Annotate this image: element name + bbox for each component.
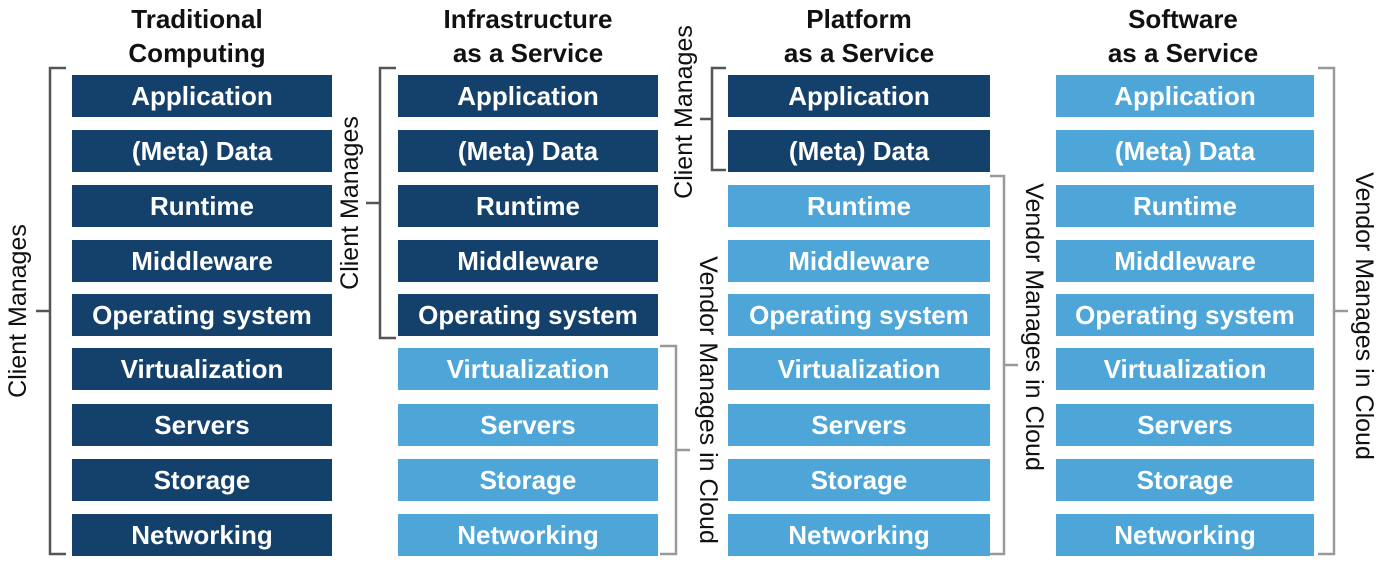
iaas-layer-runtime: Runtime	[398, 185, 658, 227]
iaas-layer-operating-system: Operating system	[398, 294, 658, 336]
iaas-layer-application: Application	[398, 75, 658, 117]
traditional-layer-runtime: Runtime	[72, 185, 332, 227]
saas-layer-virtualization: Virtualization	[1056, 348, 1314, 390]
bracket-saas-vendor	[1318, 66, 1348, 556]
label-paas-vendor-manages: Vendor Manages in Cloud	[1020, 183, 1048, 471]
paas-layer-application: Application	[728, 75, 990, 117]
traditional-layer-storage: Storage	[72, 459, 332, 501]
traditional-layer-application: Application	[72, 75, 332, 117]
bracket-paas-vendor	[990, 174, 1018, 556]
iaas-layer-servers: Servers	[398, 404, 658, 446]
saas-layer-operating-system: Operating system	[1056, 294, 1314, 336]
label-paas-client-manages: Client Manages	[670, 25, 698, 199]
paas-layer-storage: Storage	[728, 459, 990, 501]
iaas-layer-middleware: Middleware	[398, 240, 658, 282]
column-title-paas: Platform as a Service	[783, 4, 935, 68]
saas-layer-application: Application	[1056, 75, 1314, 117]
iaas-layer-meta-data: (Meta) Data	[398, 130, 658, 172]
paas-layer-servers: Servers	[728, 404, 990, 446]
traditional-layer-virtualization: Virtualization	[72, 348, 332, 390]
iaas-layer-networking: Networking	[398, 514, 658, 556]
saas-layer-meta-data: (Meta) Data	[1056, 130, 1314, 172]
column-title-saas: Software as a Service	[1107, 4, 1259, 68]
label-iaas-client-manages: Client Manages	[336, 116, 364, 290]
saas-layer-networking: Networking	[1056, 514, 1314, 556]
iaas-layer-virtualization: Virtualization	[398, 348, 658, 390]
saas-layer-runtime: Runtime	[1056, 185, 1314, 227]
saas-layer-middleware: Middleware	[1056, 240, 1314, 282]
label-traditional-client-manages: Client Manages	[4, 224, 32, 398]
traditional-layer-servers: Servers	[72, 404, 332, 446]
traditional-layer-networking: Networking	[72, 514, 332, 556]
iaas-layer-storage: Storage	[398, 459, 658, 501]
label-saas-vendor-manages: Vendor Manages in Cloud	[1350, 172, 1378, 460]
paas-layer-operating-system: Operating system	[728, 294, 990, 336]
bracket-iaas-client	[366, 66, 396, 340]
label-iaas-vendor-manages: Vendor Manages in Cloud	[694, 256, 722, 544]
paas-layer-middleware: Middleware	[728, 240, 990, 282]
bracket-iaas-vendor	[660, 344, 690, 556]
column-title-traditional: Traditional Computing	[128, 4, 266, 68]
saas-layer-storage: Storage	[1056, 459, 1314, 501]
traditional-layer-operating-system: Operating system	[72, 294, 332, 336]
traditional-layer-meta-data: (Meta) Data	[72, 130, 332, 172]
paas-layer-runtime: Runtime	[728, 185, 990, 227]
paas-layer-meta-data: (Meta) Data	[728, 130, 990, 172]
saas-layer-servers: Servers	[1056, 404, 1314, 446]
column-title-iaas: Infrastructure as a Service	[443, 4, 613, 68]
bracket-paas-client	[700, 66, 726, 172]
paas-layer-networking: Networking	[728, 514, 990, 556]
bracket-traditional-client	[36, 66, 66, 556]
paas-layer-virtualization: Virtualization	[728, 348, 990, 390]
traditional-layer-middleware: Middleware	[72, 240, 332, 282]
